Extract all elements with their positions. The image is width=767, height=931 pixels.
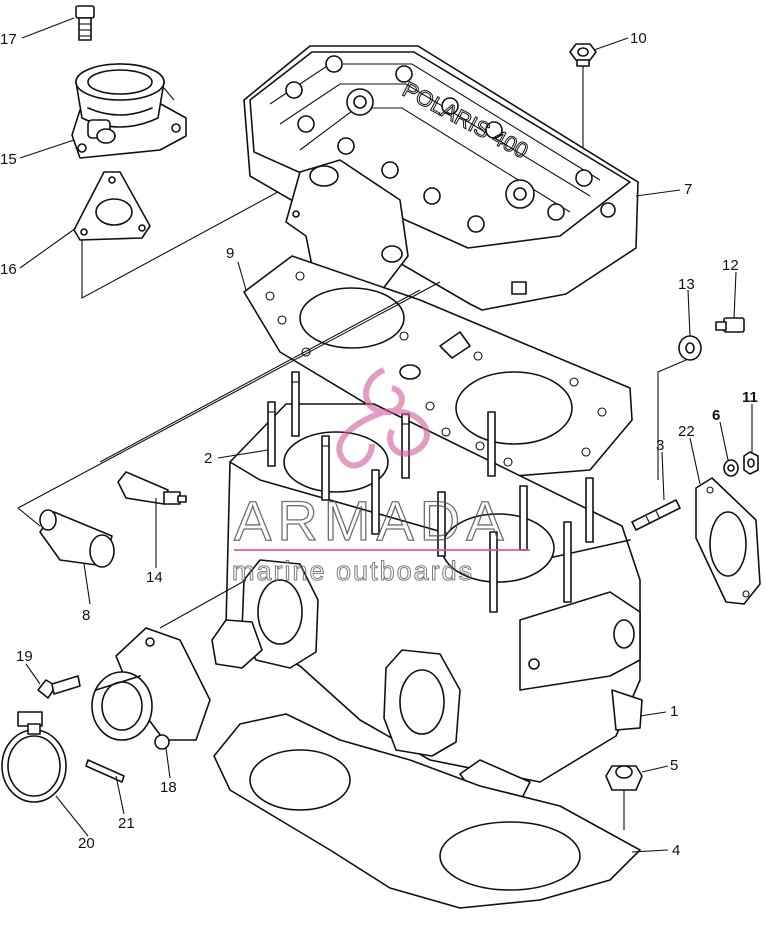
callout-19: 19 <box>16 648 33 665</box>
callout-numbers: 17 15 16 10 7 9 13 12 2 22 6 11 3 14 8 1… <box>0 30 758 859</box>
nut-5 <box>605 765 643 830</box>
washer-6 <box>723 459 739 477</box>
thermostat-housing-15 <box>71 63 187 159</box>
callout-18: 18 <box>160 779 177 796</box>
stud-3 <box>631 499 681 531</box>
head-gasket-9 <box>243 255 633 479</box>
callout-14: 14 <box>146 569 163 586</box>
gasket-16 <box>73 171 151 241</box>
callout-22: 22 <box>678 423 695 440</box>
nut-11 <box>743 451 759 475</box>
watermark-title: ARMADA <box>234 489 510 552</box>
hose-clamp-20 <box>1 711 67 803</box>
callout-10: 10 <box>630 30 647 47</box>
base-gasket-4 <box>213 713 641 909</box>
callout-7: 7 <box>684 181 692 198</box>
bolt-19 <box>37 675 81 699</box>
screw-21 <box>85 759 125 783</box>
cylinder-head-cover-7: POLARIS 400 <box>243 45 639 311</box>
callout-21: 21 <box>118 815 135 832</box>
callout-15: 15 <box>0 151 17 168</box>
temperature-sensor-14 <box>117 471 187 505</box>
callout-17: 17 <box>0 31 17 48</box>
callout-8: 8 <box>82 607 90 624</box>
gasket-22 <box>695 477 761 605</box>
callout-leaders <box>19 17 753 853</box>
callout-13: 13 <box>678 276 695 293</box>
callout-1: 1 <box>670 703 678 720</box>
callout-5: 5 <box>670 757 678 774</box>
plug-cap-8 <box>39 509 115 568</box>
washer-13 <box>678 335 702 361</box>
bolt-12 <box>715 317 745 333</box>
callout-9: 9 <box>226 245 234 262</box>
callout-3: 3 <box>656 437 664 454</box>
watermark-subtitle: marine outboards <box>232 556 474 586</box>
intake-manifold-18 <box>91 627 211 750</box>
callout-20: 20 <box>78 835 95 852</box>
callout-16: 16 <box>0 261 17 278</box>
callout-2: 2 <box>204 450 212 467</box>
propeller-logo-icon <box>336 367 430 469</box>
callout-4: 4 <box>672 842 680 859</box>
watermark: ARMADA marine outboards <box>232 367 530 587</box>
bolt-17 <box>75 5 95 41</box>
callout-6: 6 <box>712 407 720 424</box>
callout-11: 11 <box>742 389 758 406</box>
callout-12: 12 <box>722 257 739 274</box>
